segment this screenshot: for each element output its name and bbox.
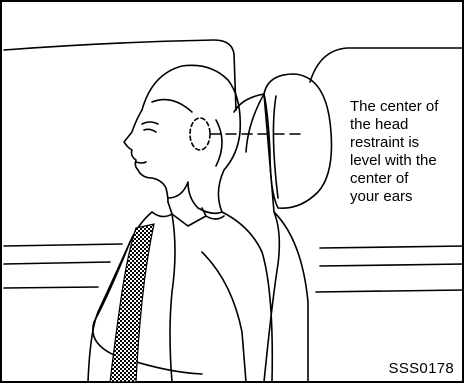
door-line-upper <box>4 244 122 246</box>
hair-strand-2 <box>216 120 222 166</box>
hair-strand-1 <box>152 100 192 112</box>
sleeve-fold <box>202 252 246 382</box>
head-restraint-caption: The center of the head restraint is leve… <box>350 98 462 206</box>
jacket-back <box>222 212 272 382</box>
ear <box>190 118 210 150</box>
rear-window-line <box>310 48 464 82</box>
seat-back <box>234 94 308 382</box>
collar <box>152 212 224 226</box>
face-profile <box>124 110 168 202</box>
mouth <box>136 162 146 163</box>
seat-belt <box>110 224 154 382</box>
panel-line-right-3 <box>316 290 464 292</box>
door-line-middle <box>4 262 110 264</box>
figure-code: SSS0178 <box>389 360 454 377</box>
panel-line-right-1 <box>320 246 464 248</box>
jacket-lapel <box>170 214 175 382</box>
eyebrow <box>142 122 158 124</box>
eye <box>144 129 156 132</box>
seat-back-edge <box>246 94 264 152</box>
panel-line-right-2 <box>320 264 464 266</box>
roof-line <box>4 40 236 110</box>
door-line-lower <box>4 287 98 288</box>
head-restraint-inner <box>273 96 278 198</box>
